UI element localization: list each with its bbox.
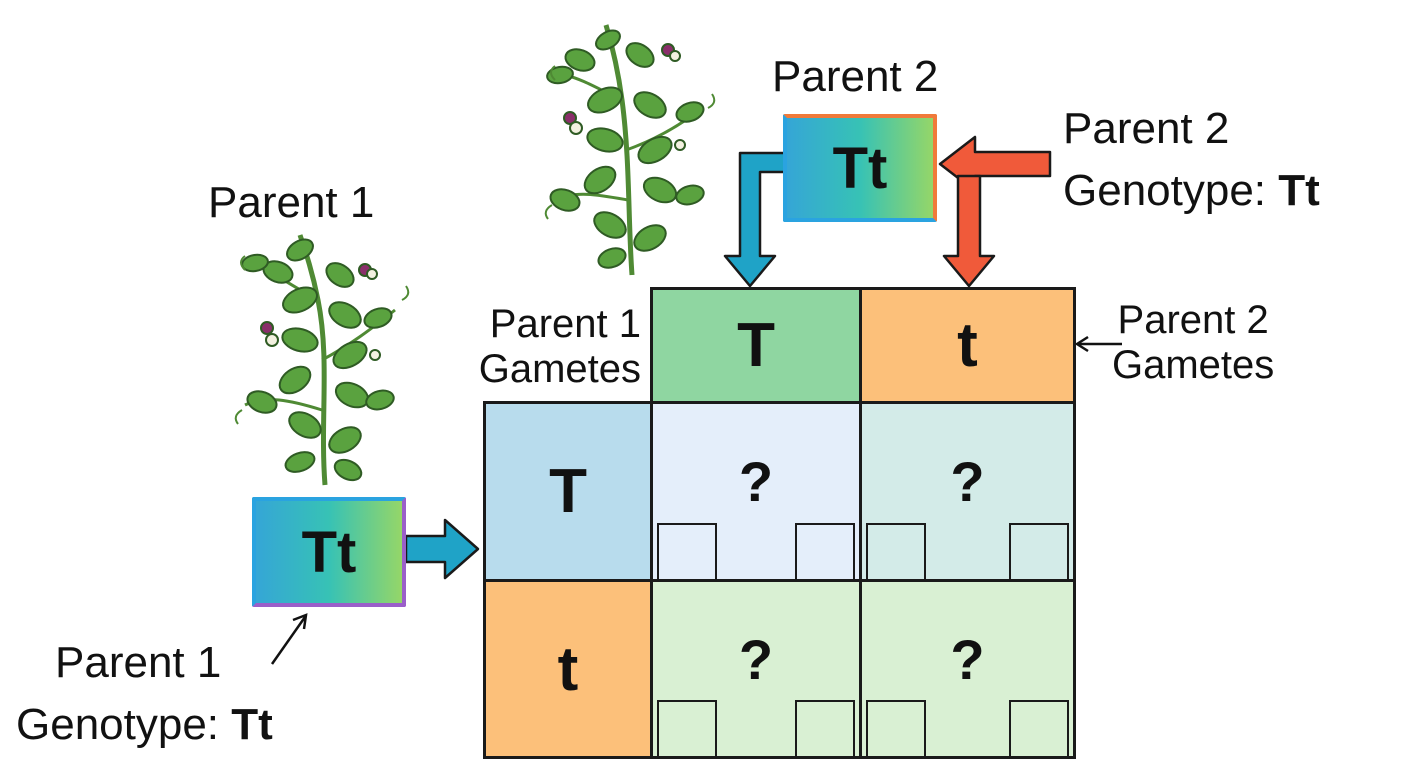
parent1-title: Parent 1	[208, 178, 375, 227]
parent2-title: Parent 2	[772, 52, 939, 101]
col-gamete-t: t	[859, 287, 1076, 404]
parent2-genotype-text: Tt	[832, 135, 888, 201]
offspring-cell-1-value: ?	[738, 450, 774, 513]
parent1-genotype-box: Tt	[252, 497, 406, 607]
row-gamete-T: T	[483, 401, 653, 582]
offspring-cell-1: ?	[650, 401, 862, 582]
row-gametes-header: Parent 1 Gametes	[455, 302, 641, 392]
parent2-genotype-box: Tt	[783, 114, 937, 222]
parent2-caption-genotype: Tt	[1278, 166, 1320, 215]
row-gamete-t: t	[483, 579, 653, 759]
pea-plant-icon-parent1	[234, 234, 410, 486]
row-gametes-header-line1: Parent 1	[489, 302, 641, 346]
offspring-cell-2-slot-left	[866, 523, 926, 579]
parent2-caption-prefix: Genotype:	[1063, 166, 1279, 215]
offspring-cell-4-slot-left	[866, 700, 926, 756]
offspring-cell-2-value: ?	[950, 450, 985, 513]
offspring-cell-1-slot-left	[657, 523, 717, 579]
row-gamete-t-label: t	[557, 634, 579, 704]
parent1-caption-prefix: Genotype:	[16, 700, 232, 749]
offspring-cell-3-slot-left	[657, 700, 717, 756]
offspring-cell-3-slot-right	[795, 700, 855, 756]
arrow-label-to-parent2-box	[938, 135, 1052, 193]
offspring-cell-3-value: ?	[738, 627, 774, 691]
parent1-genotype-text: Tt	[301, 519, 357, 585]
offspring-cell-2: ?	[859, 401, 1076, 582]
pointer-arrow-parent1-caption	[270, 613, 308, 665]
pointer-arrow-parent2-gametes	[1074, 335, 1122, 353]
offspring-cell-4-value: ?	[950, 627, 985, 691]
col-gamete-T-label: T	[737, 311, 775, 380]
offspring-cell-4-slot-right	[1009, 700, 1069, 756]
parent2-caption-line2: Genotype: Tt	[1063, 166, 1320, 215]
col-gamete-T: T	[650, 287, 862, 404]
pea-plant-icon-parent2	[544, 24, 716, 276]
col-gametes-header-line2: Gametes	[1112, 342, 1275, 387]
row-gametes-header-line2: Gametes	[478, 346, 641, 391]
offspring-cell-1-slot-right	[795, 523, 855, 579]
parent2-caption-line1: Parent 2	[1063, 104, 1230, 153]
arrow-parent2-to-gamete-t	[942, 174, 996, 288]
parent1-caption-genotype: Tt	[231, 700, 273, 749]
row-gamete-T-label: T	[549, 457, 587, 526]
parent1-caption-line1: Parent 1	[55, 638, 222, 687]
parent1-caption-line2: Genotype: Tt	[16, 700, 273, 749]
col-gametes-header: Parent 2 Gametes	[1112, 298, 1274, 388]
col-gametes-header-line1: Parent 2	[1117, 298, 1269, 342]
offspring-cell-4: ?	[859, 579, 1076, 759]
col-gamete-t-label: t	[957, 311, 978, 380]
offspring-cell-2-slot-right	[1009, 523, 1069, 579]
offspring-cell-3: ?	[650, 579, 862, 759]
arrow-parent2-to-gamete-T	[723, 151, 787, 288]
arrow-parent1-to-gametes	[404, 518, 480, 580]
